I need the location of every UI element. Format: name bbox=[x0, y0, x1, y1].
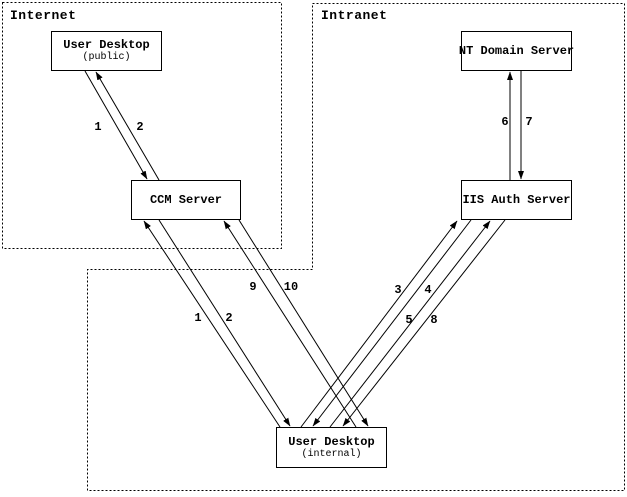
node-user-desktop-internal: User Desktop (internal) bbox=[276, 427, 387, 468]
edge-step2-internal-arrow bbox=[158, 219, 291, 427]
internet-zone-border bbox=[2, 2, 282, 249]
edge-label-step10: 10 bbox=[283, 280, 299, 294]
edge-step9-arrow bbox=[223, 220, 357, 428]
intranet-zone-label: Intranet bbox=[321, 8, 388, 23]
node-nt-domain-server-title: NT Domain Server bbox=[458, 43, 575, 58]
node-user-desktop-public: User Desktop (public) bbox=[51, 31, 162, 71]
node-iis-auth-server: IIS Auth Server bbox=[461, 180, 572, 220]
edge-label-step7: 7 bbox=[525, 115, 533, 129]
edge-step1-public-arrow bbox=[84, 70, 148, 180]
edge-step8-arrow bbox=[342, 219, 506, 427]
intranet-zone-border bbox=[87, 3, 625, 491]
edge-label-step6: 6 bbox=[501, 115, 509, 129]
edge-label-step4: 4 bbox=[424, 283, 432, 297]
node-ccm-server-title: CCM Server bbox=[149, 192, 222, 207]
node-ccm-server: CCM Server bbox=[131, 180, 241, 220]
node-user-desktop-public-subtitle: (public) bbox=[82, 52, 131, 63]
edge-label-step8: 8 bbox=[430, 313, 438, 327]
edge-step4-arrow bbox=[312, 219, 472, 427]
node-user-desktop-internal-title: User Desktop bbox=[288, 434, 375, 449]
edge-label-step2-internal: 2 bbox=[225, 311, 233, 325]
edge-label-step2-public: 2 bbox=[136, 120, 144, 134]
edge-label-step1-public: 1 bbox=[94, 120, 102, 134]
node-nt-domain-server: NT Domain Server bbox=[458, 31, 575, 71]
node-user-desktop-public-title: User Desktop bbox=[63, 38, 150, 52]
node-iis-auth-server-title: IIS Auth Server bbox=[462, 192, 571, 207]
node-user-desktop-internal-subtitle: (internal) bbox=[301, 448, 362, 460]
edge-step5-arrow bbox=[329, 220, 491, 428]
edge-label-step9: 9 bbox=[249, 280, 257, 294]
internet-zone-label: Internet bbox=[10, 8, 77, 23]
edge-step2-public-arrow bbox=[95, 71, 160, 181]
edge-label-step3: 3 bbox=[394, 283, 402, 297]
edge-step3-arrow bbox=[300, 220, 458, 428]
edge-step1-internal-arrow bbox=[143, 220, 281, 428]
edge-label-step1-internal: 1 bbox=[194, 311, 202, 325]
edge-label-step5: 5 bbox=[405, 313, 413, 327]
edge-step10-arrow bbox=[238, 219, 369, 427]
